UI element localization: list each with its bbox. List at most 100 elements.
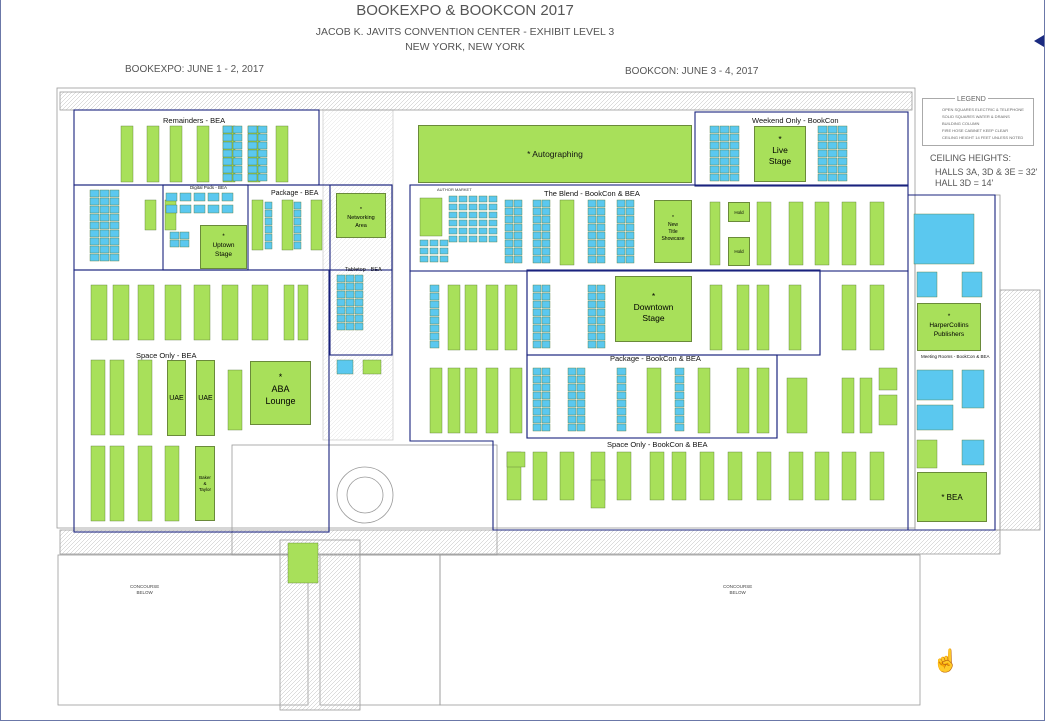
- booth: [345, 290, 355, 299]
- booth: [362, 359, 382, 375]
- booth: [709, 149, 720, 158]
- uae-booth[interactable]: UAE: [196, 360, 215, 436]
- booth: [541, 423, 551, 432]
- booth: [625, 239, 635, 248]
- booth: [354, 298, 364, 307]
- booth: [297, 284, 309, 341]
- booth: [513, 207, 523, 216]
- booth: [788, 284, 802, 351]
- booth: [719, 133, 730, 142]
- bookexpo-dates: BOOKEXPO: JUNE 1 - 2, 2017: [125, 64, 264, 75]
- booth: [458, 195, 468, 203]
- booth: [264, 217, 273, 226]
- booth: [504, 231, 514, 240]
- ceiling-heights-line: HALLS 3A, 3D & 3E = 32': [935, 167, 1038, 177]
- booth: [532, 300, 542, 309]
- booth: [541, 340, 551, 349]
- booth: [736, 284, 750, 351]
- booth: [310, 199, 323, 251]
- new-title-showcase[interactable]: * New Title Showcase: [654, 200, 692, 263]
- booth: [616, 399, 627, 408]
- booth: [532, 284, 542, 293]
- booth: [756, 367, 770, 434]
- booth: [786, 377, 808, 434]
- booth: [532, 316, 542, 325]
- booth: [257, 149, 268, 158]
- booth: [90, 445, 106, 522]
- booth: [109, 189, 120, 198]
- booths: [89, 125, 985, 584]
- booth: [109, 445, 125, 522]
- booth: [616, 199, 626, 208]
- uptown-stage[interactable]: * Uptown Stage: [200, 225, 247, 269]
- booth: [144, 199, 157, 231]
- booth: [576, 399, 586, 408]
- booth: [709, 157, 720, 166]
- booth: [674, 391, 685, 400]
- downtown-stage[interactable]: * Downtown Stage: [615, 276, 692, 342]
- aba-lounge[interactable]: * ABA Lounge: [250, 361, 311, 425]
- booth: [625, 223, 635, 232]
- live-stage[interactable]: * Live Stage: [754, 126, 806, 182]
- booth: [109, 237, 120, 246]
- harpercollins-booth[interactable]: * HarperCollins Publishers: [917, 303, 981, 351]
- booth: [913, 213, 975, 265]
- booth: [488, 195, 498, 203]
- booth: [587, 284, 597, 293]
- networking-area[interactable]: * Networking Area: [336, 193, 386, 238]
- booth: [916, 404, 954, 431]
- booth: [137, 359, 153, 436]
- booth: [89, 237, 100, 246]
- bea-booth[interactable]: * BEA: [917, 472, 987, 522]
- booth: [169, 231, 180, 240]
- booth: [616, 239, 626, 248]
- ceiling-heights-line: HALL 3D = 14': [935, 178, 994, 188]
- booth: [817, 173, 828, 182]
- uae-booth[interactable]: UAE: [167, 360, 186, 436]
- booth: [541, 332, 551, 341]
- collapse-panel-icon[interactable]: [1034, 35, 1044, 47]
- booth: [616, 223, 626, 232]
- booth: [827, 173, 838, 182]
- booth: [429, 332, 440, 341]
- booth: [788, 201, 804, 266]
- booth: [221, 192, 234, 202]
- booth: [616, 215, 626, 224]
- booth: [541, 255, 551, 264]
- booth: [869, 451, 885, 501]
- baker-taylor-booth[interactable]: Baker & Taylor: [195, 446, 215, 521]
- zone-label-digital-pods: Digital Pods - BEA: [190, 185, 228, 190]
- autographing-area[interactable]: * Autographing: [418, 125, 692, 183]
- booth: [596, 292, 606, 301]
- map-title: BOOKEXPO & BOOKCON 2017: [356, 2, 574, 19]
- booth: [99, 245, 110, 254]
- booth: [709, 173, 720, 182]
- booth: [222, 125, 233, 134]
- zone-label-package-bookcon: Package - BookCon & BEA: [610, 354, 701, 363]
- booth: [120, 125, 134, 183]
- booth: [596, 231, 606, 240]
- booth: [504, 199, 514, 208]
- booth: [429, 308, 440, 317]
- booth: [674, 399, 685, 408]
- ceiling-heights-label: CEILING HEIGHTS:: [930, 153, 1012, 163]
- booth: [165, 204, 178, 214]
- booth: [429, 284, 440, 293]
- booth: [193, 192, 206, 202]
- hold-booth[interactable]: Hold: [728, 202, 750, 222]
- booth: [587, 247, 597, 256]
- booth: [488, 203, 498, 211]
- booth: [109, 359, 125, 436]
- booth: [616, 451, 632, 501]
- booth: [448, 235, 458, 243]
- booth: [756, 201, 772, 266]
- booth: [541, 223, 551, 232]
- booth: [837, 165, 848, 174]
- booth: [504, 284, 518, 351]
- booth: [532, 340, 542, 349]
- booth: [439, 247, 449, 255]
- booth: [257, 173, 268, 182]
- hold-booth[interactable]: Hold: [728, 237, 750, 266]
- booth: [109, 213, 120, 222]
- booth: [817, 165, 828, 174]
